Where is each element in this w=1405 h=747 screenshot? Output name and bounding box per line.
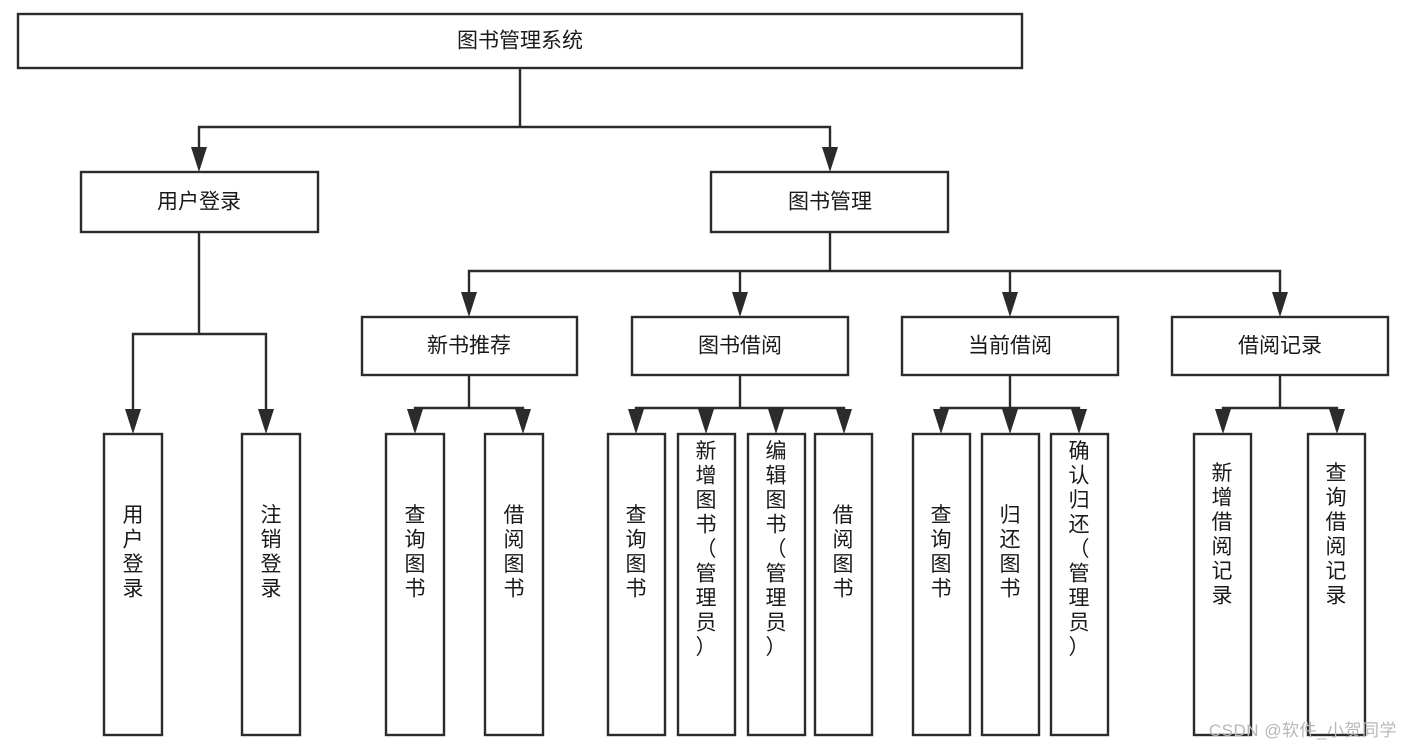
- leaf-borrow-book-1-box[interactable]: [483, 432, 545, 737]
- leaf-query-borrow-record[interactable]: 查询借阅记录: [1306, 432, 1367, 737]
- node-borrow-record-box[interactable]: [1170, 315, 1390, 377]
- arrow-head-leaf-confirm-return: [1071, 409, 1087, 434]
- node-book-borrow-label: 图书借阅: [698, 335, 782, 358]
- node-book-management-box[interactable]: [709, 170, 950, 234]
- node-current-borrow-box[interactable]: [900, 315, 1120, 377]
- leaf-edit-book-label: 编辑图书（管理员）: [766, 440, 787, 659]
- leaf-edit-book[interactable]: 编辑图书（管理员）: [746, 432, 807, 737]
- arrow-head-leaf-user-login: [125, 409, 141, 434]
- leaf-add-book-label: 新增图书（管理员）: [696, 440, 717, 659]
- node-borrow-record[interactable]: 借阅记录: [1170, 315, 1390, 377]
- connector-current-borrow-to-leaves: [939, 373, 1081, 416]
- leaf-query-book-1[interactable]: 查询图书: [384, 432, 446, 737]
- leaf-borrow-book-2[interactable]: 借阅图书: [813, 432, 874, 737]
- arrow-head-borrow-record: [1272, 292, 1288, 317]
- leaf-borrow-book-2-label: 借阅图书: [833, 504, 854, 601]
- node-new-book-recommend-box[interactable]: [360, 315, 579, 377]
- leaf-user-login-label: 用户登录: [123, 504, 144, 601]
- leaf-add-borrow-record-label: 新增借阅记录: [1212, 462, 1233, 608]
- node-current-borrow-label: 当前借阅: [968, 335, 1052, 358]
- leaf-nodes-layer: 用户登录 注销登录 查询图书 借阅图书 查询图书 新增图书（管理员）: [102, 432, 1367, 737]
- arrow-head-leaf-query-book-2: [628, 409, 644, 434]
- leaf-add-book-box[interactable]: [676, 432, 737, 737]
- arrow-head-leaf-add-borrow-record: [1215, 409, 1231, 434]
- connector-book-borrow-to-leaves: [634, 373, 846, 416]
- leaf-edit-book-box[interactable]: [746, 432, 807, 737]
- leaf-user-login[interactable]: 用户登录: [102, 432, 164, 737]
- leaf-query-borrow-record-box[interactable]: [1306, 432, 1367, 737]
- leaf-query-book-3[interactable]: 查询图书: [911, 432, 972, 737]
- arrow-head-leaf-add-book: [698, 409, 714, 434]
- arrow-head-current-borrow: [1002, 292, 1018, 317]
- leaf-query-book-1-label: 查询图书: [405, 504, 426, 601]
- leaf-confirm-return-box[interactable]: [1049, 432, 1110, 737]
- connector-new-book-recommend-to-leaves: [413, 373, 525, 416]
- leaf-confirm-return[interactable]: 确认归还（管理员）: [1049, 432, 1110, 737]
- arrow-head-leaf-borrow-book-2: [836, 409, 852, 434]
- node-root[interactable]: 图书管理系统: [16, 12, 1024, 70]
- leaf-add-borrow-record[interactable]: 新增借阅记录: [1192, 432, 1253, 737]
- arrow-head-book-borrow: [732, 292, 748, 317]
- arrow-head-user-login: [191, 147, 207, 172]
- leaf-return-book-label: 归还图书: [1000, 504, 1021, 601]
- node-root-label: 图书管理系统: [457, 30, 583, 53]
- node-root-box[interactable]: [16, 12, 1024, 70]
- node-user-login-label: 用户登录: [157, 191, 241, 214]
- arrow-head-leaf-logout-login: [258, 409, 274, 434]
- leaf-logout-login[interactable]: 注销登录: [240, 432, 302, 737]
- leaf-query-book-2-label: 查询图书: [626, 504, 647, 601]
- leaf-logout-login-box[interactable]: [240, 432, 302, 737]
- arrow-head-leaf-query-book-3: [933, 409, 949, 434]
- arrow-head-book-management: [822, 147, 838, 172]
- arrow-head-leaf-query-book-1: [407, 409, 423, 434]
- connector-user-login-to-leaves: [131, 230, 268, 414]
- leaf-query-book-2-box[interactable]: [606, 432, 667, 737]
- arrow-head-new-book-recommend: [461, 292, 477, 317]
- arrow-head-leaf-borrow-book-1: [515, 409, 531, 434]
- leaf-logout-login-label: 注销登录: [261, 504, 282, 601]
- leaf-add-book[interactable]: 新增图书（管理员）: [676, 432, 737, 737]
- leaf-add-borrow-record-box[interactable]: [1192, 432, 1253, 737]
- leaf-return-book[interactable]: 归还图书: [980, 432, 1041, 737]
- watermark-text: CSDN @软件_小贺同学: [1208, 721, 1397, 740]
- leaf-borrow-book-2-box[interactable]: [813, 432, 874, 737]
- leaf-return-book-box[interactable]: [980, 432, 1041, 737]
- node-borrow-record-label: 借阅记录: [1238, 335, 1322, 358]
- node-book-borrow-box[interactable]: [630, 315, 850, 377]
- connector-book-management-to-level3: [467, 230, 1282, 297]
- node-book-borrow[interactable]: 图书借阅: [630, 315, 850, 377]
- node-user-login[interactable]: 用户登录: [79, 170, 320, 234]
- leaf-user-login-box[interactable]: [102, 432, 164, 737]
- leaf-query-book-2[interactable]: 查询图书: [606, 432, 667, 737]
- node-current-borrow[interactable]: 当前借阅: [900, 315, 1120, 377]
- arrow-head-leaf-query-borrow-record: [1329, 409, 1345, 434]
- connector-borrow-record-to-leaves: [1221, 373, 1339, 416]
- node-user-login-box[interactable]: [79, 170, 320, 234]
- leaf-query-book-1-box[interactable]: [384, 432, 446, 737]
- leaf-query-book-3-label: 查询图书: [931, 504, 952, 601]
- leaf-query-book-3-box[interactable]: [911, 432, 972, 737]
- leaf-borrow-book-1[interactable]: 借阅图书: [483, 432, 545, 737]
- connector-root-to-level2: [197, 66, 832, 160]
- leaf-confirm-return-label: 确认归还（管理员）: [1069, 440, 1090, 659]
- leaf-query-borrow-record-label: 查询借阅记录: [1326, 462, 1347, 608]
- node-book-management[interactable]: 图书管理: [709, 170, 950, 234]
- connector-layer: [125, 66, 1345, 434]
- node-new-book-recommend-label: 新书推荐: [427, 335, 511, 358]
- node-new-book-recommend[interactable]: 新书推荐: [360, 315, 579, 377]
- leaf-borrow-book-1-label: 借阅图书: [504, 504, 525, 601]
- node-book-management-label: 图书管理: [788, 191, 872, 214]
- arrow-head-leaf-edit-book: [768, 409, 784, 434]
- arrow-head-leaf-return-book: [1002, 409, 1018, 434]
